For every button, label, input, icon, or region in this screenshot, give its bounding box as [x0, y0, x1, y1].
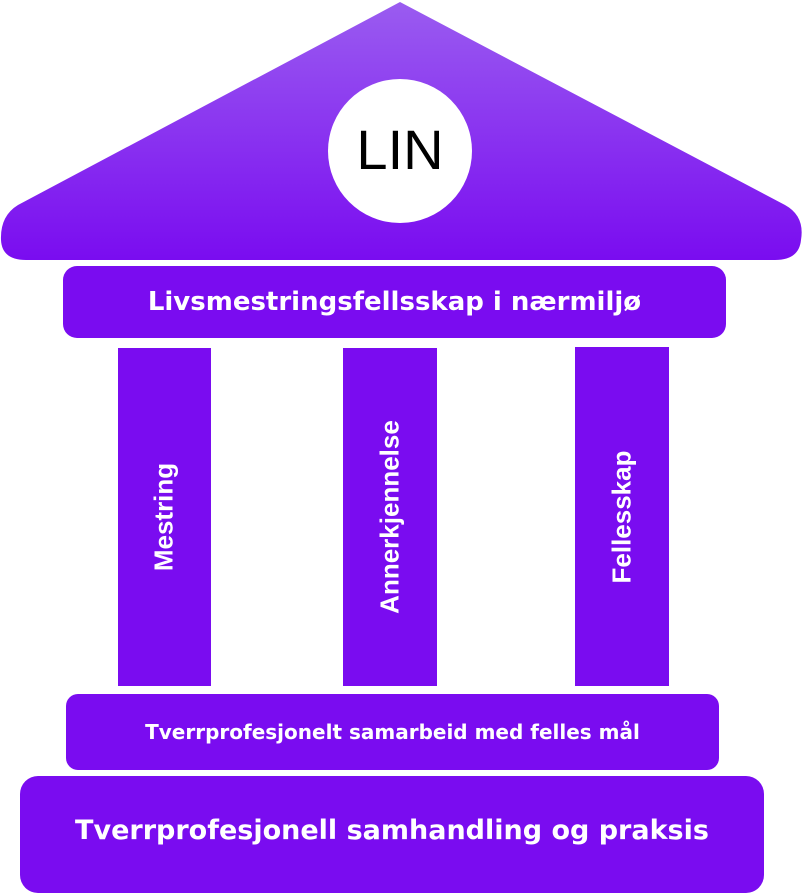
pillar-mestring — [118, 348, 211, 686]
base — [20, 776, 764, 893]
upper-step-label: Tverrprofesjonelt samarbeid med felles m… — [145, 720, 640, 744]
base-label: Tverrprofesjonell samhandling og praksis — [75, 815, 709, 846]
upper-step — [66, 694, 719, 770]
beam-label: Livsmestringsfellsskap i nærmiljø — [147, 287, 642, 317]
logo-circle — [328, 79, 472, 223]
pillar-annerkjennelse — [343, 348, 437, 686]
pillar-label-fellesskap: Fellesskap — [606, 450, 637, 584]
pillar-label-annerkjennelse: Annerkjennelse — [374, 420, 405, 614]
pillar-label-mestring: Mestring — [148, 462, 179, 572]
logo-text: LIN — [356, 118, 444, 181]
beam — [63, 266, 726, 338]
pillar-fellesskap — [575, 347, 669, 686]
